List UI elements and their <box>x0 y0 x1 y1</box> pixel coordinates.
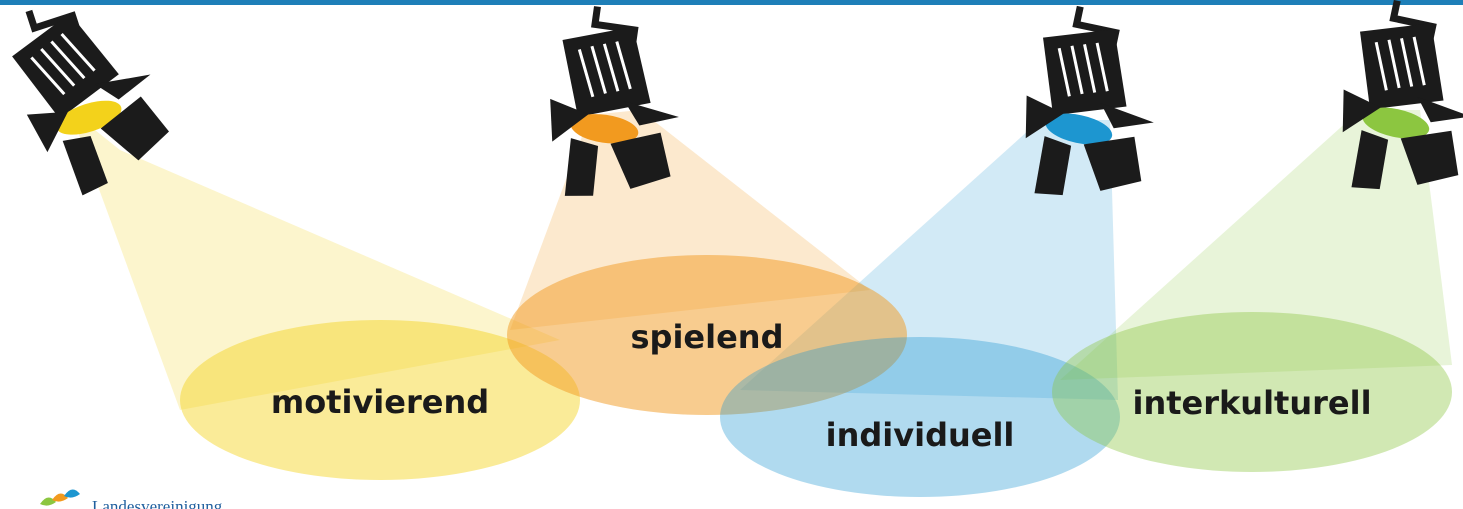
label-spielend: spielend <box>631 318 784 356</box>
logo-text: Landesvereinigung <box>92 497 223 509</box>
label-motivierend: motivierend <box>271 383 489 421</box>
label-interkulturell: interkulturell <box>1132 384 1371 422</box>
leaf-logo-icon <box>40 489 80 505</box>
label-individuell: individuell <box>826 416 1015 454</box>
